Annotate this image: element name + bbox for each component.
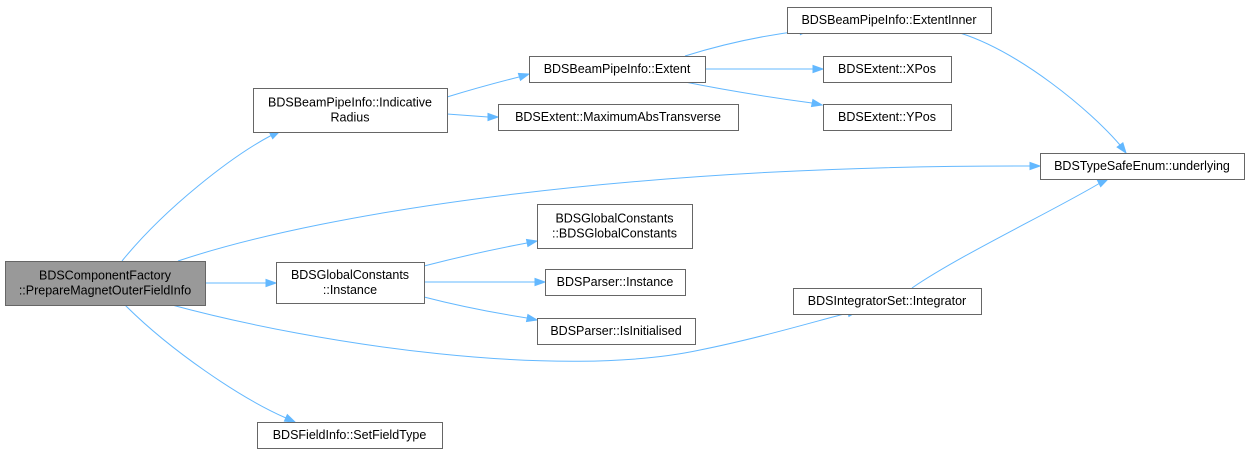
arrowhead-icon [1029,161,1042,171]
edge-global-constants-instance-to-global-constants-ctor [423,238,539,267]
arrowhead-icon [812,64,825,74]
edge-root-to-global-constants-instance [205,278,278,288]
arrowhead-icon [525,313,539,323]
node-label-line: BDSExtent::YPos [838,110,936,124]
node-global-constants-instance[interactable]: BDSGlobalConstants::Instance [276,262,425,304]
arrowhead-icon [283,413,297,423]
node-label-line: BDSIntegratorSet::Integrator [808,294,966,308]
node-label-line: BDSFieldInfo::SetFieldType [273,428,427,442]
edge-line [684,30,801,57]
node-ypos[interactable]: BDSExtent::YPos [823,104,952,131]
arrowhead-icon [1096,178,1110,188]
node-box[interactable] [537,318,696,345]
node-label-line: BDSParser::IsInitialised [550,324,681,338]
arrowhead-icon [534,277,547,287]
node-label-line: ::BDSGlobalConstants [552,227,677,241]
edge-root-to-underlying [177,161,1042,262]
edge-line [959,32,1121,146]
edge-root-to-integrator [171,304,860,362]
arrowhead-icon [525,238,539,248]
node-label-line: BDSBeamPipeInfo::Indicative [268,96,432,110]
edge-global-constants-instance-to-parser-instance [424,277,547,287]
node-label-line: BDSGlobalConstants [291,268,409,282]
edge-line [911,182,1101,289]
edge-line [423,296,528,319]
node-label-line: BDSComponentFactory [39,269,172,283]
node-box[interactable] [253,88,448,133]
arrowhead-icon [517,72,531,82]
node-box[interactable] [537,204,693,249]
node-label-line: BDSExtent::MaximumAbsTransverse [515,110,721,124]
node-parser-instance[interactable]: BDSParser::Instance [545,269,686,296]
edge-line [171,304,849,362]
node-box[interactable] [5,261,206,306]
edge-root-to-set-field-type [124,304,297,423]
node-box[interactable] [793,288,982,315]
edge-line [423,242,528,267]
node-box[interactable] [257,422,443,449]
edge-global-constants-instance-to-parser-isinitialised [423,296,539,323]
node-box[interactable] [529,56,706,83]
nodes-layer: BDSComponentFactory::PrepareMagnetOuterF… [5,7,1245,449]
node-label-line: BDSBeamPipeInfo::ExtentInner [801,13,976,27]
node-label-line: BDSExtent::XPos [838,62,936,76]
node-label-line: BDSParser::Instance [557,275,674,289]
edge-extent-to-ypos [684,81,824,108]
node-underlying[interactable]: BDSTypeSafeEnum::underlying [1040,153,1245,180]
edge-line [446,113,489,118]
arrowhead-icon [265,278,278,288]
arrowhead-icon [810,98,824,108]
edge-root-to-indicative-radius [121,130,282,262]
node-parser-isinitialised[interactable]: BDSParser::IsInitialised [537,318,696,345]
node-max-abs-transverse[interactable]: BDSExtent::MaximumAbsTransverse [498,104,739,131]
node-integrator[interactable]: BDSIntegratorSet::Integrator [793,288,982,315]
node-box[interactable] [276,262,425,304]
node-extent-inner[interactable]: BDSBeamPipeInfo::ExtentInner [787,7,992,34]
node-box[interactable] [787,7,992,34]
node-extent[interactable]: BDSBeamPipeInfo::Extent [529,56,706,83]
node-box[interactable] [1040,153,1245,180]
edge-line [177,165,1031,262]
edge-extent-to-xpos [705,64,825,74]
edge-line [684,81,813,104]
edge-line [446,76,520,98]
node-label-line: ::Instance [323,283,377,297]
node-box[interactable] [545,269,686,296]
node-set-field-type[interactable]: BDSFieldInfo::SetFieldType [257,422,443,449]
node-label-line: Radius [331,111,370,125]
edge-indicative-radius-to-extent [446,72,531,98]
edge-indicative-radius-to-max-abs-transverse [446,112,500,122]
node-label-line: ::PrepareMagnetOuterFieldInfo [19,284,191,298]
edge-integrator-to-underlying [911,178,1110,289]
node-label-line: BDSGlobalConstants [555,212,673,226]
arrowhead-icon [487,112,500,122]
node-box[interactable] [498,104,739,131]
node-box[interactable] [823,56,952,83]
node-label-line: BDSBeamPipeInfo::Extent [544,62,691,76]
node-root[interactable]: BDSComponentFactory::PrepareMagnetOuterF… [5,261,206,306]
node-label-line: BDSTypeSafeEnum::underlying [1054,159,1230,173]
node-global-constants-ctor[interactable]: BDSGlobalConstants::BDSGlobalConstants [537,204,693,249]
edge-line [124,304,287,419]
node-box[interactable] [823,104,952,131]
edge-extent-inner-to-underlying [959,32,1127,155]
arrowhead-icon [1116,142,1127,155]
edge-line [121,134,273,262]
node-xpos[interactable]: BDSExtent::XPos [823,56,952,83]
